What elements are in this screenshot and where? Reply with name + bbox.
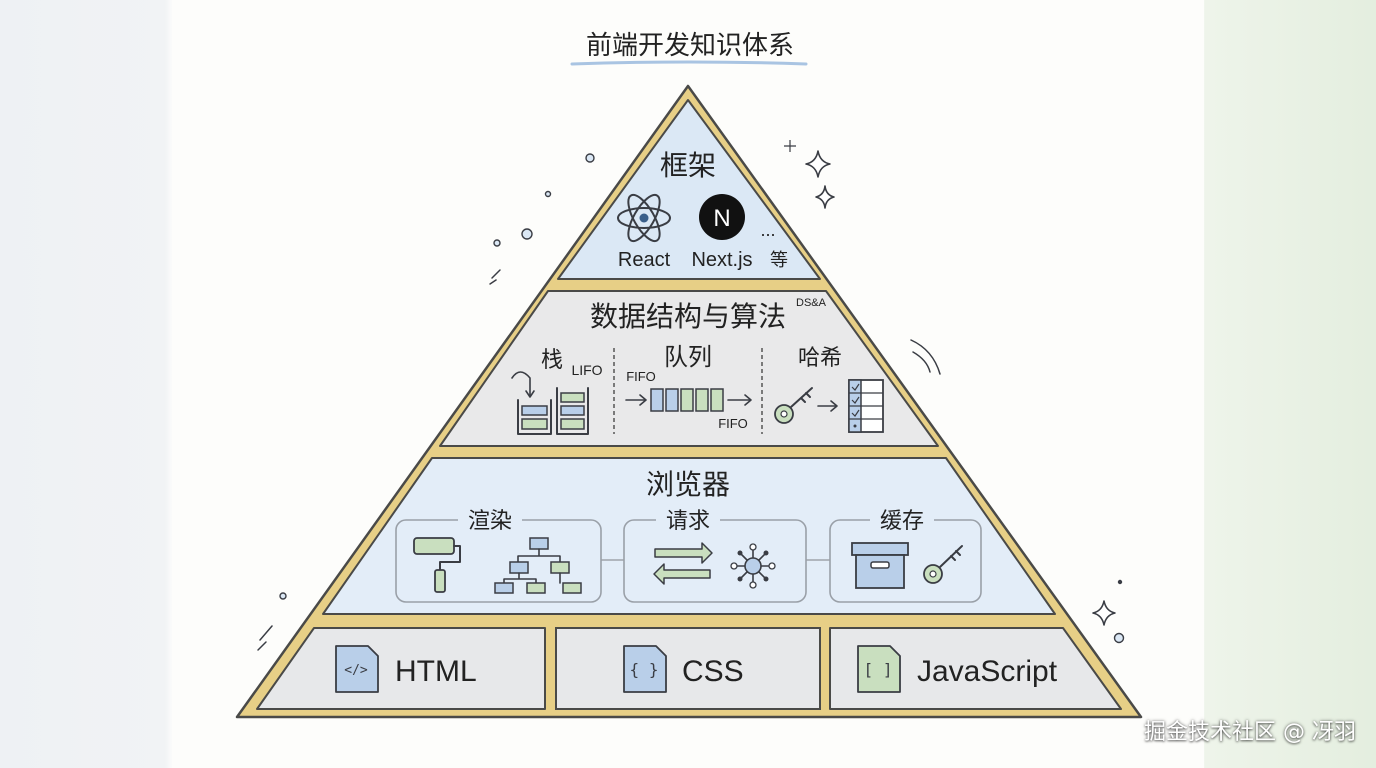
base-js-block xyxy=(829,627,1122,710)
browser-title: 浏览器 xyxy=(646,468,730,501)
svg-text:N: N xyxy=(713,205,730,232)
request-title: 请求 xyxy=(666,509,710,534)
nextjs-label: Next.js xyxy=(691,249,752,271)
react-label: React xyxy=(618,249,671,271)
ds-title: 数据结构与算法 xyxy=(590,300,786,333)
etc-label: 等 xyxy=(770,250,788,271)
html-label: HTML xyxy=(395,655,477,688)
css-file-icon: { } xyxy=(623,645,667,693)
react-atom-icon xyxy=(617,193,671,243)
hash-table-icon xyxy=(848,379,884,433)
rendering-title: 渲染 xyxy=(468,509,512,534)
diagram-title: 前端开发知识体系 xyxy=(586,31,794,61)
stack-lifo-note: LIFO xyxy=(571,362,602,378)
stack-icon xyxy=(511,371,589,435)
request-arrows-icon xyxy=(653,542,713,585)
title-underline xyxy=(570,60,808,66)
hash-arrow-icon xyxy=(817,400,838,412)
js-file-icon: [ ] xyxy=(857,645,901,693)
network-hub-icon xyxy=(730,543,776,589)
javascript-label: JavaScript xyxy=(917,655,1058,688)
cache-title: 缓存 xyxy=(880,509,924,534)
queue-icon xyxy=(625,388,752,412)
cache-key-icon xyxy=(923,545,963,584)
motion-lines-decoration xyxy=(257,269,941,651)
more-ellipsis: ... xyxy=(760,220,775,240)
rendering-title-bg xyxy=(458,508,522,532)
svg-text:[ ]: [ ] xyxy=(864,660,893,679)
sparkle-decoration xyxy=(784,140,1116,626)
dot-decorations xyxy=(279,153,1125,644)
nextjs-logo-icon: N xyxy=(699,194,745,240)
css-label: CSS xyxy=(682,655,744,688)
queue-fifo-in: FIFO xyxy=(626,369,656,384)
base-css-block xyxy=(555,627,821,710)
svg-text:</>: </> xyxy=(344,663,368,678)
framework-title: 框架 xyxy=(660,149,716,182)
hash-key-icon xyxy=(774,387,813,424)
dsa-badge: DS&A xyxy=(796,297,827,309)
cache-title-bg xyxy=(870,508,934,532)
svg-text:{ }: { } xyxy=(630,660,659,679)
base-html-block xyxy=(256,627,546,710)
hash-title: 哈希 xyxy=(798,346,842,371)
html-file-icon: </> xyxy=(335,645,379,693)
stack-title: 栈 xyxy=(541,348,563,373)
storage-box-icon xyxy=(851,542,909,589)
request-title-bg xyxy=(656,508,720,532)
tier-framework xyxy=(557,99,821,280)
paint-roller-icon xyxy=(413,537,461,593)
queue-title: 队列 xyxy=(664,343,712,371)
watermark-text: 掘金技术社区 @ 冴羽 xyxy=(1144,720,1356,745)
queue-fifo-out: FIFO xyxy=(718,416,748,431)
dom-tree-icon xyxy=(494,537,582,594)
